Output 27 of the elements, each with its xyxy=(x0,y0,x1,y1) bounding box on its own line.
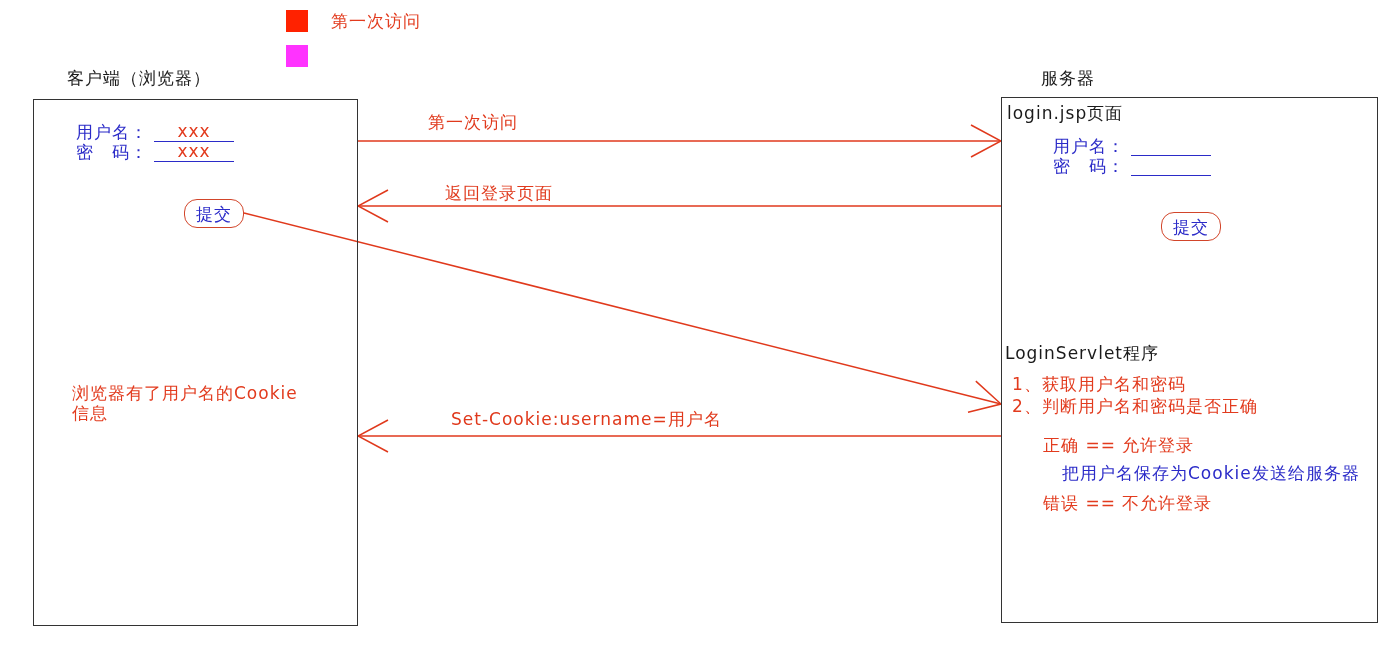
rule-text: 正确 == 允许登录 xyxy=(1043,435,1195,455)
edge-label: 第一次访问 xyxy=(428,112,518,132)
arrow xyxy=(243,212,1002,413)
note-text: 浏览器有了用户名的Cookie信息 xyxy=(72,383,299,423)
legend-label: 第一次访问 xyxy=(331,11,421,31)
section-heading: LoginServlet程序 xyxy=(1005,343,1159,363)
input-field: xxx xyxy=(154,122,234,142)
legend-swatch-icon xyxy=(286,45,308,67)
panel-heading: 服务器 xyxy=(1041,68,1095,88)
rule-text: 错误 == 不允许登录 xyxy=(1043,493,1213,513)
arrow xyxy=(357,419,1002,453)
field-label: 用户名： xyxy=(76,122,148,142)
submit-button: 提交 xyxy=(1161,212,1221,241)
input-field: xxx xyxy=(154,142,234,162)
field-label: 用户名： xyxy=(1053,136,1125,156)
edge-label: Set-Cookie:username=用户名 xyxy=(451,409,722,429)
submit-button: 提交 xyxy=(184,199,244,228)
step-text: 1、获取用户名和密码 xyxy=(1012,374,1186,394)
edge-label: 返回登录页面 xyxy=(445,183,553,203)
arrow xyxy=(357,124,1002,158)
section-heading: login.jsp页面 xyxy=(1007,103,1124,123)
note-text: 把用户名保存为Cookie发送给服务器 xyxy=(1062,463,1360,483)
field-label: 密 码： xyxy=(76,142,148,162)
panel-heading: 客户端（浏览器） xyxy=(67,68,211,88)
field-label: 密 码： xyxy=(1053,156,1125,176)
step-text: 2、判断用户名和密码是否正确 xyxy=(1012,396,1258,416)
arrow xyxy=(357,189,1002,223)
